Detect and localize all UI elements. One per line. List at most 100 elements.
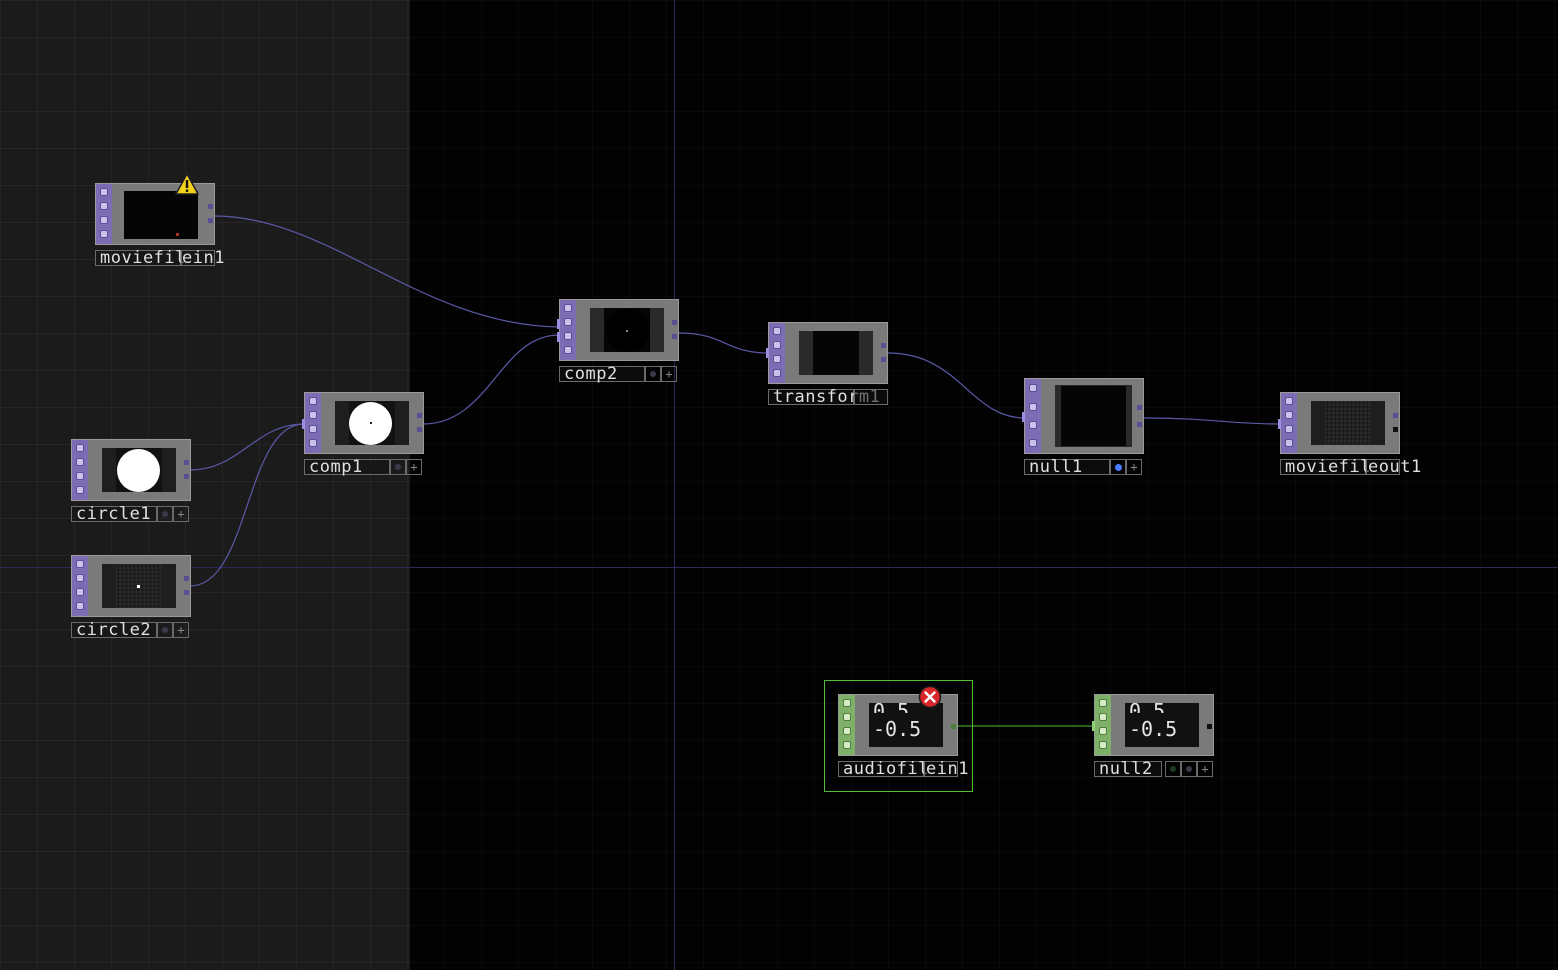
output-connector[interactable] — [951, 724, 956, 729]
bypass-flag-icon[interactable] — [564, 304, 572, 312]
input-connector[interactable] — [557, 332, 561, 342]
wire-comp1-comp2[interactable] — [422, 334, 560, 425]
bypass-flag-icon[interactable] — [1029, 384, 1037, 392]
lock-flag-icon[interactable] — [76, 458, 84, 466]
bypass-flag-icon[interactable] — [100, 188, 108, 196]
display-flag-icon[interactable] — [76, 588, 84, 596]
output-connector[interactable] — [208, 204, 213, 209]
viewer-flag-icon[interactable] — [773, 369, 781, 377]
output-connector[interactable] — [1393, 413, 1398, 418]
node-name-label[interactable]: moviefil — [1280, 459, 1370, 476]
output-connector[interactable] — [417, 413, 422, 418]
output-connector[interactable] — [1137, 405, 1142, 410]
node-name-label[interactable]: comp2 — [559, 366, 645, 383]
error-icon[interactable] — [918, 685, 942, 709]
input-connector[interactable] — [557, 319, 561, 329]
output-connector[interactable] — [1137, 422, 1142, 427]
node-viewer[interactable] — [799, 331, 873, 375]
display-flag-icon[interactable] — [1099, 727, 1107, 735]
node-plus-button[interactable]: + — [661, 366, 677, 382]
lock-flag-icon[interactable] — [843, 713, 851, 721]
viewer-active-button[interactable] — [1110, 459, 1126, 475]
viewer-flag-icon[interactable] — [76, 602, 84, 610]
lock-flag-icon[interactable] — [564, 318, 572, 326]
bypass-flag-icon[interactable] — [1285, 397, 1293, 405]
output-connector[interactable] — [881, 343, 886, 348]
output-connector[interactable] — [672, 320, 677, 325]
warning-icon[interactable] — [175, 173, 199, 195]
node-viewer[interactable]: 0.5 -0.5 — [869, 703, 943, 747]
display-flag-icon[interactable] — [843, 727, 851, 735]
lock-flag-icon[interactable] — [1029, 403, 1037, 411]
wire-circle2-comp1[interactable] — [189, 423, 305, 587]
node-name-label[interactable]: moviefil — [95, 250, 185, 267]
lock-flag-icon[interactable] — [1099, 713, 1107, 721]
viewer-active-button[interactable] — [157, 622, 173, 638]
lock-flag-icon[interactable] — [1285, 411, 1293, 419]
lock-flag-icon[interactable] — [309, 411, 317, 419]
node-viewer[interactable] — [124, 191, 198, 239]
node-name-label[interactable]: comp1 — [304, 459, 390, 476]
node-name-label[interactable]: null2 — [1094, 761, 1162, 778]
output-connector[interactable] — [672, 334, 677, 339]
output-connector[interactable] — [184, 576, 189, 581]
lock-flag-icon[interactable] — [76, 574, 84, 582]
input-connector[interactable] — [1278, 419, 1282, 429]
bypass-flag-icon[interactable] — [773, 327, 781, 335]
viewer-flag-icon[interactable] — [1285, 439, 1293, 447]
display-flag-icon[interactable] — [1029, 421, 1037, 429]
display-flag-icon[interactable] — [76, 472, 84, 480]
bypass-flag-icon[interactable] — [843, 699, 851, 707]
node-viewer[interactable] — [1055, 385, 1132, 447]
node-name-label[interactable]: transform1 — [768, 389, 880, 406]
output-connector[interactable] — [881, 357, 886, 362]
viewer-flag-icon[interactable] — [100, 230, 108, 238]
display-flag-icon[interactable] — [1285, 425, 1293, 433]
display-flag-icon[interactable] — [773, 355, 781, 363]
input-connector[interactable] — [766, 348, 770, 358]
viewer-active-button[interactable] — [157, 506, 173, 522]
wire-circle1-comp1[interactable] — [189, 423, 305, 471]
display-flag-icon[interactable] — [564, 332, 572, 340]
viewer-active-button[interactable] — [1181, 761, 1197, 777]
output-connector[interactable] — [1207, 724, 1212, 729]
node-plus-button[interactable]: + — [1197, 761, 1213, 777]
cook-button[interactable] — [1165, 761, 1181, 777]
viewer-flag-icon[interactable] — [76, 486, 84, 494]
viewer-active-button[interactable] — [645, 366, 661, 382]
wire-moviefilein1-comp2[interactable] — [213, 215, 560, 328]
viewer-active-button[interactable] — [390, 459, 406, 475]
node-plus-button[interactable]: + — [1126, 459, 1142, 475]
viewer-flag-icon[interactable] — [564, 346, 572, 354]
node-plus-button[interactable]: + — [406, 459, 422, 475]
lock-flag-icon[interactable] — [773, 341, 781, 349]
node-viewer[interactable]: 0.5 -0.5 — [1125, 703, 1199, 747]
node-viewer[interactable] — [1311, 401, 1385, 445]
wire-null1-moviefileout1[interactable] — [1143, 417, 1282, 425]
input-connector[interactable] — [302, 419, 306, 429]
node-viewer[interactable] — [102, 564, 176, 608]
input-connector[interactable] — [1092, 721, 1096, 731]
output-connector[interactable] — [184, 590, 189, 595]
bypass-flag-icon[interactable] — [76, 560, 84, 568]
node-viewer[interactable] — [590, 308, 664, 352]
output-connector[interactable] — [208, 218, 213, 223]
input-connector[interactable] — [1022, 412, 1026, 422]
display-flag-icon[interactable] — [100, 216, 108, 224]
node-name-label[interactable]: circle2 — [71, 622, 157, 639]
wire-transform1-null1[interactable] — [887, 352, 1026, 419]
output-connector[interactable] — [1393, 427, 1398, 432]
output-connector[interactable] — [417, 427, 422, 432]
node-viewer[interactable] — [335, 401, 409, 445]
viewer-flag-icon[interactable] — [309, 439, 317, 447]
display-flag-icon[interactable] — [309, 425, 317, 433]
node-name-label[interactable]: circle1 — [71, 506, 157, 523]
node-plus-button[interactable]: + — [173, 622, 189, 638]
node-plus-button[interactable]: + — [173, 506, 189, 522]
node-viewer[interactable] — [102, 448, 176, 492]
output-connector[interactable] — [184, 460, 189, 465]
lock-flag-icon[interactable] — [100, 202, 108, 210]
wire-comp2-transform1[interactable] — [678, 332, 770, 354]
viewer-flag-icon[interactable] — [843, 741, 851, 749]
